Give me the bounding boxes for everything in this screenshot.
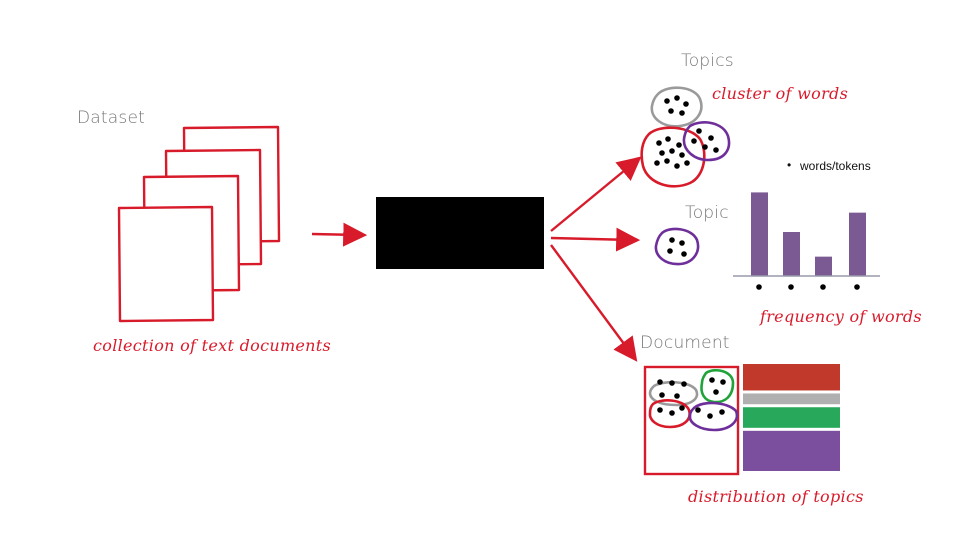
topic-label: Topic: [685, 203, 729, 223]
document-stack: [117, 125, 281, 323]
distribution-segment-4: [743, 430, 840, 471]
document-page-1: [117, 205, 215, 323]
distribution-segment-3: [743, 407, 840, 428]
topic-distribution-bar: [743, 364, 840, 471]
distribution-segment-1: [743, 364, 840, 391]
collection-annotation: collection of text documents: [93, 336, 332, 355]
legend-words-tokens: words/tokens: [800, 159, 871, 173]
document-clusters: [648, 369, 739, 432]
frequency-bar-4: [849, 212, 866, 276]
arrow-to-model: [311, 222, 368, 247]
topics-clusters: [640, 86, 731, 188]
dataset-label: Dataset: [77, 108, 145, 128]
model-black-box: [376, 197, 544, 269]
single-topic-outline: [654, 227, 700, 266]
bar-word-dots: [756, 284, 860, 290]
legend-bullet: •: [787, 158, 792, 172]
cluster-annotation: cluster of words: [712, 84, 849, 103]
doc-red-cluster: [648, 399, 691, 429]
frequency-bar-3: [815, 256, 832, 276]
arrow-to-topics: [550, 156, 642, 232]
distribution-segment-2: [743, 393, 840, 405]
topics-label: Topics: [681, 51, 734, 71]
frequency-annotation: frequency of words: [760, 307, 922, 326]
arrow-to-document: [550, 244, 638, 362]
distribution-annotation: distribution of topics: [688, 487, 864, 506]
gray-cluster-outline: [650, 86, 703, 128]
arrow-to-topic: [550, 227, 641, 252]
topics-word-dots: [654, 95, 719, 169]
doc-purple-cluster: [688, 401, 739, 432]
frequency-bar-1: [751, 192, 768, 276]
frequency-bar-2: [783, 232, 800, 276]
frequency-bar-chart: [751, 192, 866, 276]
purple-cluster-outline: [682, 121, 731, 162]
document-dots: [657, 377, 726, 419]
single-topic-dots: [667, 237, 687, 257]
document-label: Document: [640, 333, 730, 353]
